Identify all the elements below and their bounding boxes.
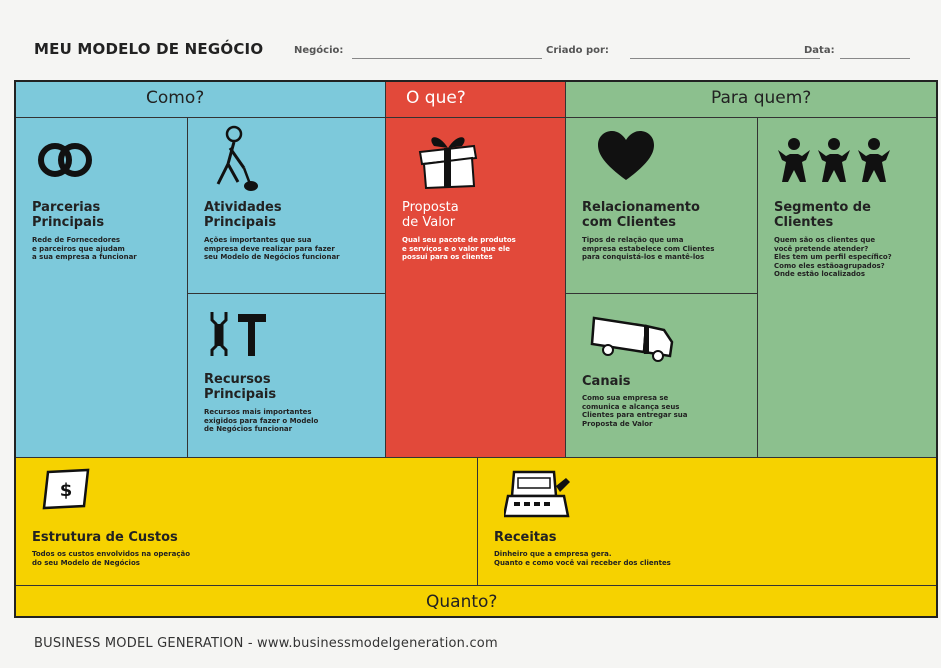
band-oque-label: O que? <box>406 88 466 108</box>
worker-digging-icon <box>216 125 258 191</box>
date-field[interactable] <box>840 58 910 59</box>
custos-title: Estrutura de Custos <box>32 530 178 545</box>
band-paraquem: Para quem? <box>566 82 936 118</box>
receitas-desc: Dinheiro que a empresa gera.Quanto e com… <box>494 550 671 567</box>
footer-credit: BUSINESS MODEL GENERATION - www.business… <box>34 636 498 651</box>
creator-field[interactable] <box>630 58 820 59</box>
block-receitas[interactable]: Receitas Dinheiro que a empresa gera.Qua… <box>478 458 936 586</box>
band-como: Como? <box>16 82 386 118</box>
dollar-symbol: $ <box>60 480 73 501</box>
date-label: Data: <box>804 45 835 56</box>
page-title: MEU MODELO DE NEGÓCIO <box>34 40 264 58</box>
band-oque: O que? <box>386 82 566 118</box>
band-paraquem-label: Para quem? <box>711 88 812 108</box>
band-como-label: Como? <box>146 88 205 108</box>
dollar-bill-icon: $ <box>42 468 90 510</box>
canais-title: Canais <box>582 374 631 389</box>
creator-label: Criado por: <box>546 45 609 56</box>
header: MEU MODELO DE NEGÓCIO Negócio: Criado po… <box>34 40 914 64</box>
delivery-truck-icon <box>590 316 674 362</box>
heart-icon <box>598 131 654 180</box>
business-label: Negócio: <box>294 45 344 56</box>
business-field[interactable] <box>352 58 542 59</box>
band-quanto-label: Quanto? <box>426 592 498 612</box>
cash-register-icon <box>504 470 570 518</box>
receitas-title: Receitas <box>494 530 557 545</box>
gift-icon <box>418 137 478 190</box>
people-group-icon <box>778 138 890 182</box>
block-custos[interactable]: $ Estrutura de Custos Todos os custos en… <box>16 458 478 586</box>
band-quanto: Quanto? <box>16 586 936 616</box>
tools-icon <box>210 312 266 356</box>
rings-icon <box>38 143 92 177</box>
